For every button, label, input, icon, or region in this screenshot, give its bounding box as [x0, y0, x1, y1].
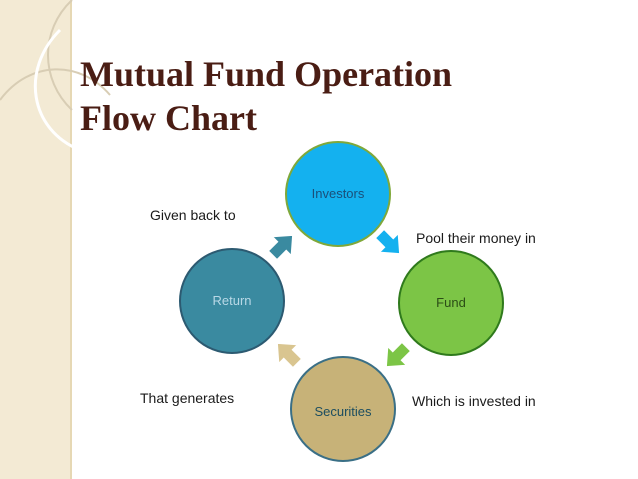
node-investors-label: Investors	[312, 186, 365, 201]
node-securities-label: Securities	[314, 404, 372, 419]
node-fund-label: Fund	[436, 295, 466, 310]
node-return: Return	[179, 248, 285, 354]
node-fund-circle	[398, 250, 504, 356]
arrow-return-to-investors-shape	[267, 234, 294, 261]
node-investors-circle	[285, 141, 391, 247]
node-return-circle	[179, 248, 285, 354]
node-securities: Securities	[290, 356, 396, 462]
slide-title: Mutual Fund Operation Flow Chart	[80, 52, 452, 140]
arrow-return-to-investors	[267, 234, 294, 261]
edge-label-generates: That generates	[140, 390, 234, 406]
node-return-label: Return	[212, 293, 251, 308]
edge-label-invested-in: Which is invested in	[412, 393, 536, 409]
edge-label-given-back: Given back to	[150, 207, 236, 223]
node-fund: Fund	[398, 250, 504, 356]
arrow-securities-to-return	[276, 342, 303, 369]
arrow-fund-to-securities-shape	[385, 341, 412, 368]
arrow-investors-to-fund	[374, 228, 401, 255]
arrow-investors-to-fund-shape	[374, 228, 401, 255]
title-line-1: Mutual Fund Operation	[80, 54, 453, 94]
edge-label-pool-money: Pool their money in	[416, 230, 536, 246]
title-line-2: Flow Chart	[80, 98, 257, 138]
arrow-fund-to-securities	[385, 341, 412, 368]
node-investors: Investors	[285, 141, 391, 247]
arrow-securities-to-return-shape	[276, 342, 303, 369]
node-securities-circle	[290, 356, 396, 462]
